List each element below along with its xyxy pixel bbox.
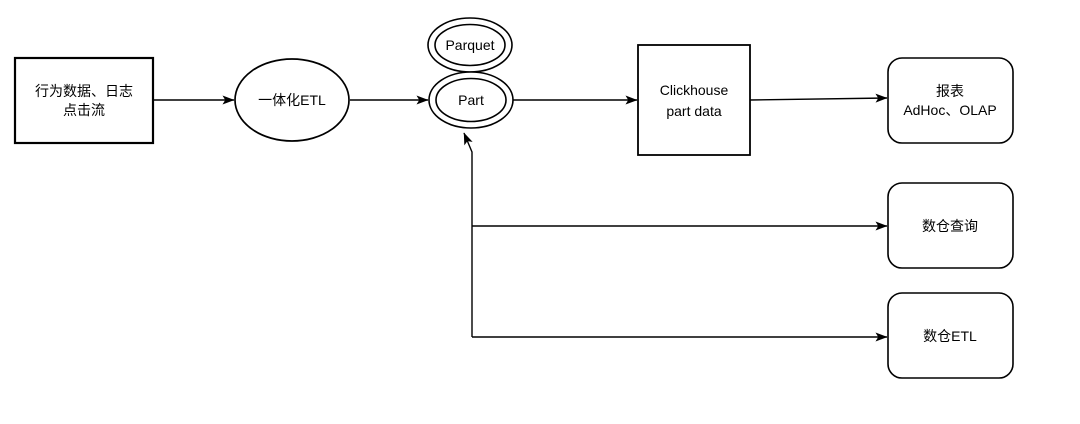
node-clickhouse-label-line1: Clickhouse	[660, 82, 729, 98]
node-parquet: Parquet	[427, 17, 513, 73]
node-part-label: Part	[458, 92, 484, 108]
node-parquet-ellipse-inner	[434, 23, 506, 67]
edge-junction-to-part	[463, 132, 473, 337]
node-etl-label: 一体化ETL	[258, 92, 326, 108]
edge-clickhouse-to-report	[749, 93, 888, 103]
node-part: Part	[428, 71, 514, 129]
node-dw-etl-box	[887, 292, 1014, 379]
node-part-ellipse-inner	[435, 77, 507, 123]
node-source-label-line1: 行为数据、日志	[35, 83, 133, 99]
node-etl-ellipse	[234, 58, 350, 142]
node-clickhouse-box	[637, 44, 751, 156]
node-report-label-line1: 报表	[936, 83, 964, 99]
node-dw-query-box	[887, 182, 1014, 269]
node-dw-query: 数仓查询	[887, 182, 1014, 269]
node-parquet-label: Parquet	[445, 37, 494, 53]
node-clickhouse-label-line2: part data	[666, 103, 721, 119]
node-etl: 一体化ETL	[234, 58, 350, 142]
node-report: 报表 AdHoc、OLAP	[887, 57, 1014, 144]
node-dw-etl-label: 数仓ETL	[923, 328, 977, 344]
node-clickhouse: Clickhouse part data	[637, 44, 751, 156]
node-source-box	[13, 56, 155, 145]
node-source-label-line2: 点击流	[63, 102, 105, 118]
node-report-box	[887, 57, 1014, 144]
node-dw-etl: 数仓ETL	[887, 292, 1014, 379]
node-report-label-line2: AdHoc、OLAP	[903, 102, 996, 118]
node-source: 行为数据、日志 点击流	[13, 56, 155, 145]
node-dw-query-label: 数仓查询	[922, 218, 978, 234]
